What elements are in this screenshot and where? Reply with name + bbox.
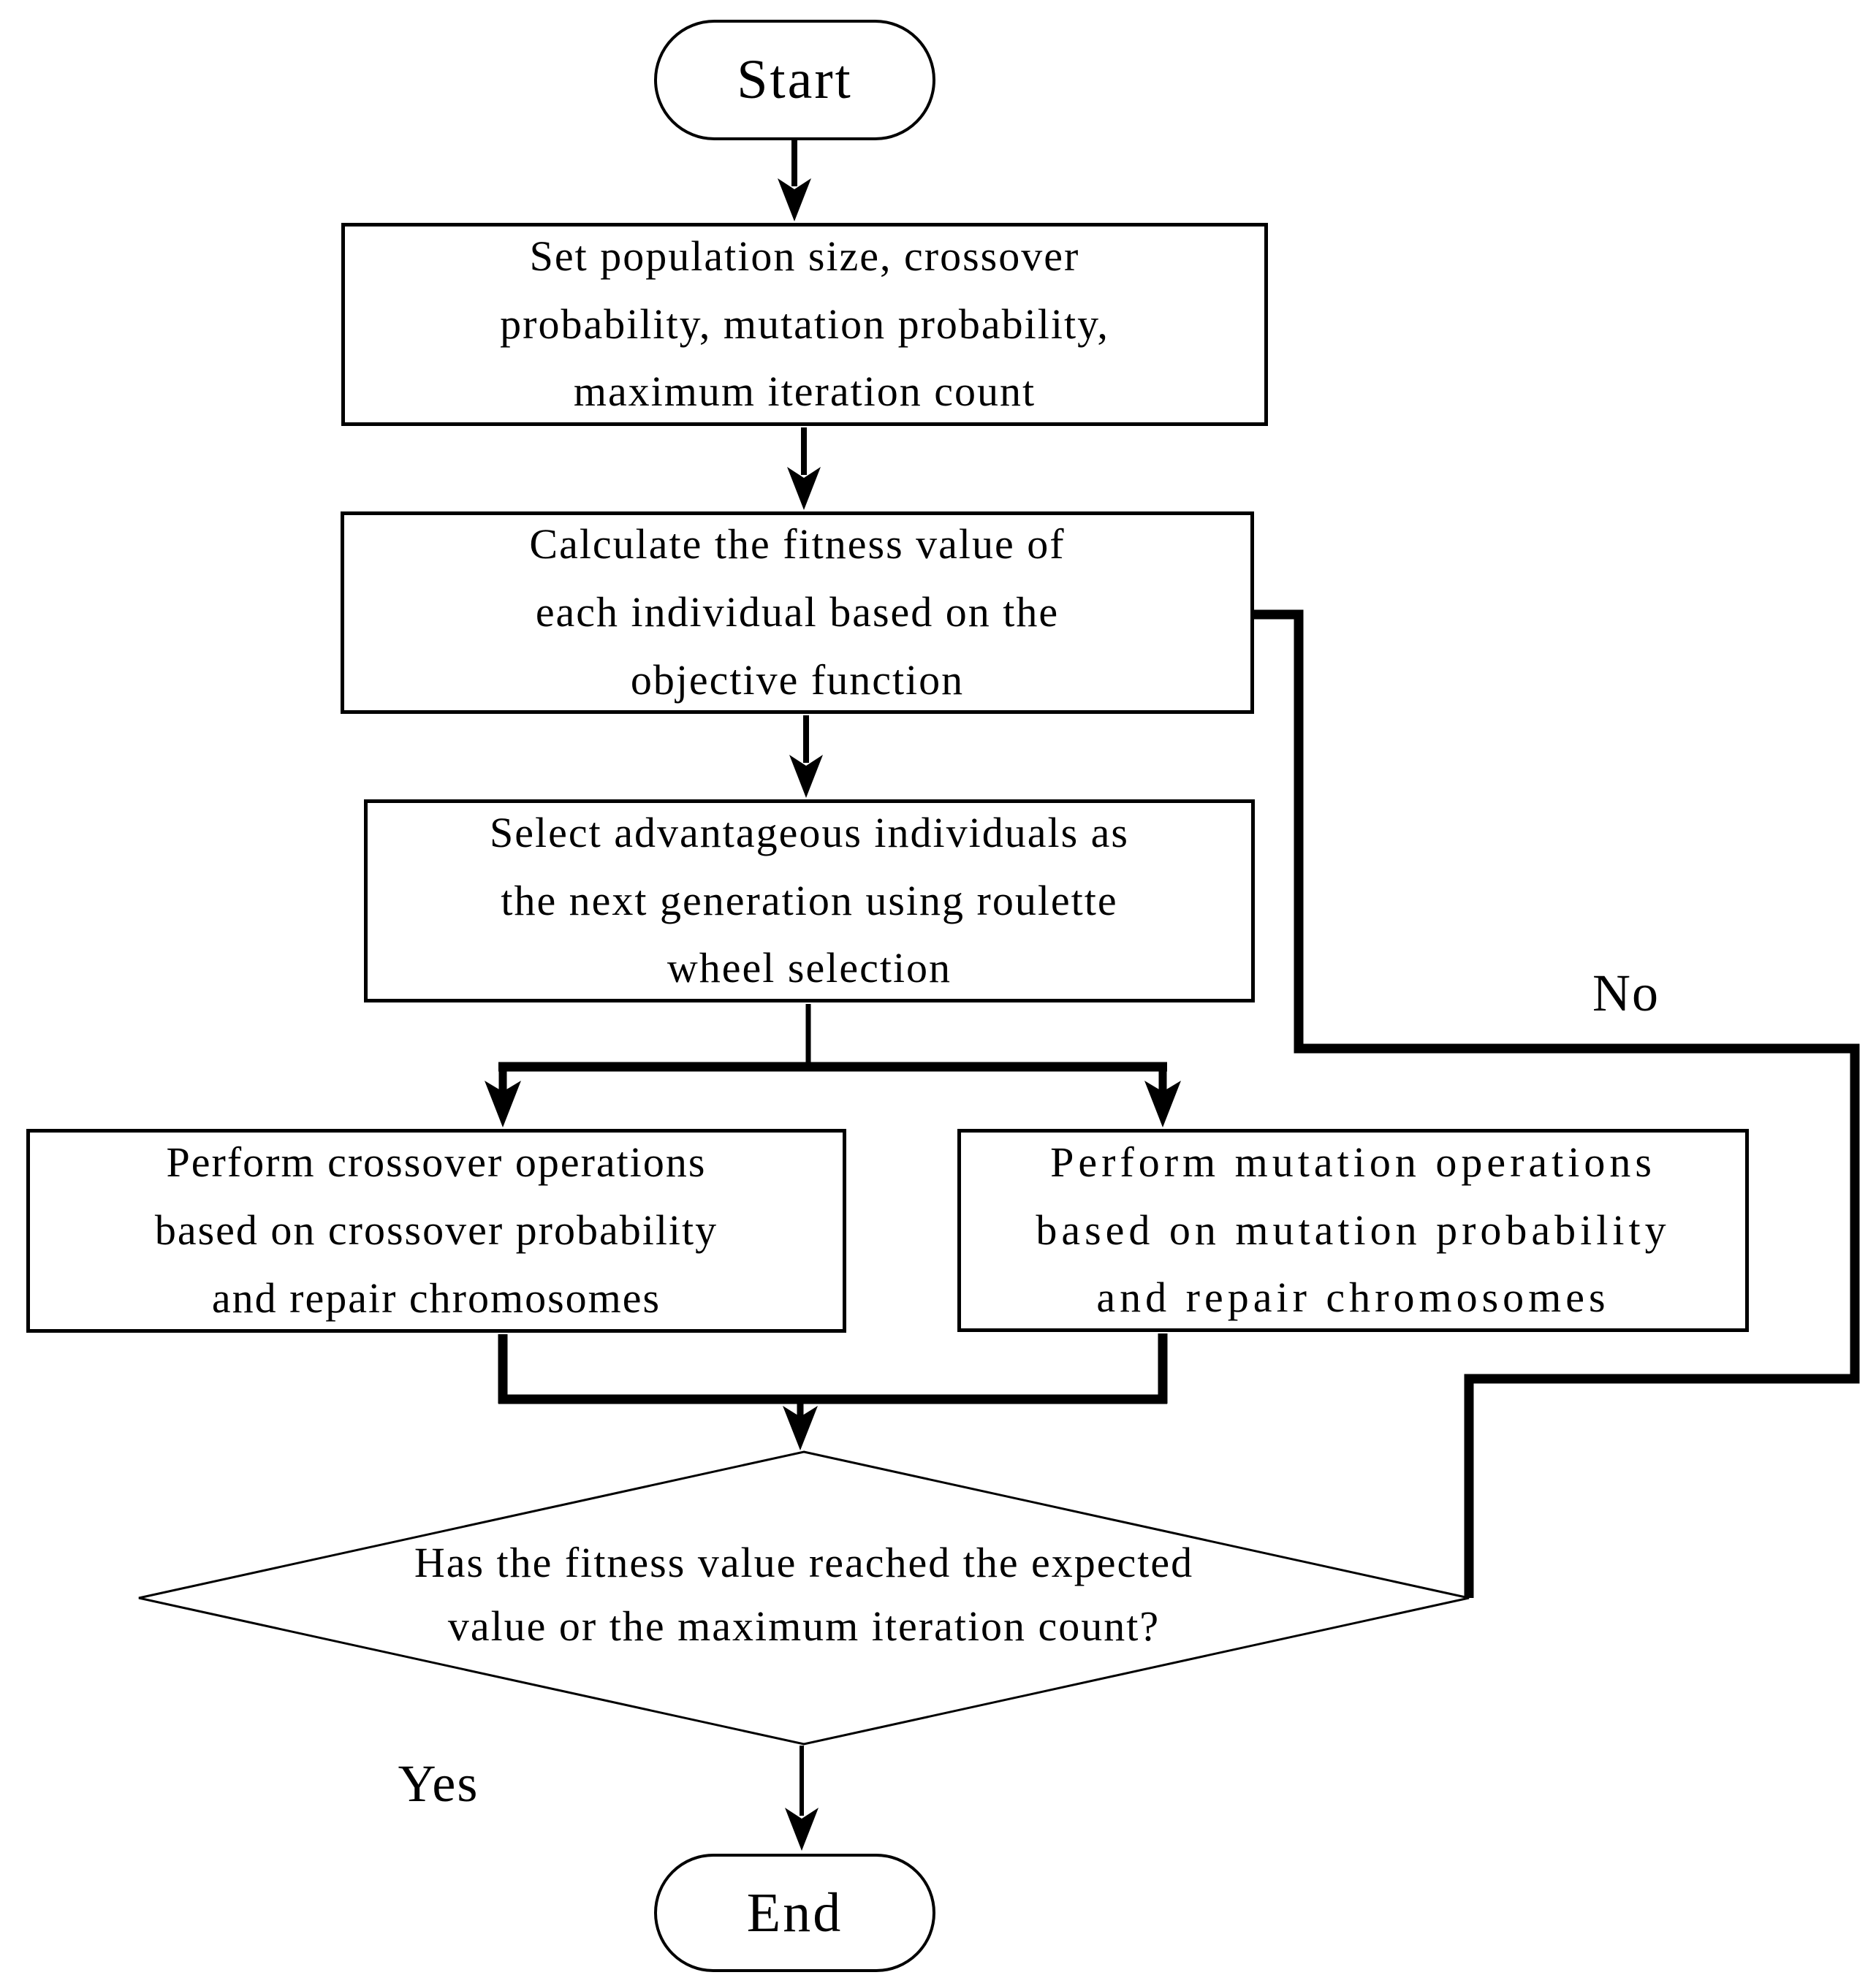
crossover-node: Perform crossover operations based on cr… [26,1129,846,1333]
arrowhead-merge-to-decision [783,1406,818,1450]
calculate-fitness-node: Calculate the fitness value of each indi… [341,511,1254,714]
init-parameters-node: Set population size, crossover probabili… [341,223,1268,426]
end-node: End [654,1854,935,1972]
end-label: End [746,1881,843,1944]
no-edge-label: No [1592,964,1660,1022]
arrowhead-split-to-mutation [1144,1081,1181,1127]
arrowhead-start-to-init [778,178,811,221]
start-node: Start [654,20,935,140]
roulette-selection-node: Select advantageous individuals as the n… [364,799,1255,1002]
arrowhead-init-to-fitness [787,467,821,510]
no-feedback-loop-line [1254,609,1860,1598]
arrowhead-decision-to-end [785,1808,819,1851]
arrowhead-split-to-crossover [485,1081,521,1127]
decision-node-text: Has the fitness value reached the expect… [414,1539,1194,1650]
yes-edge-label: Yes [398,1754,479,1813]
arrowhead-fitness-to-select [789,755,823,798]
start-label: Start [737,49,853,110]
mutation-node: Perform mutation operations based on mut… [957,1129,1749,1332]
decision-diamond-shape [138,1450,1470,1746]
